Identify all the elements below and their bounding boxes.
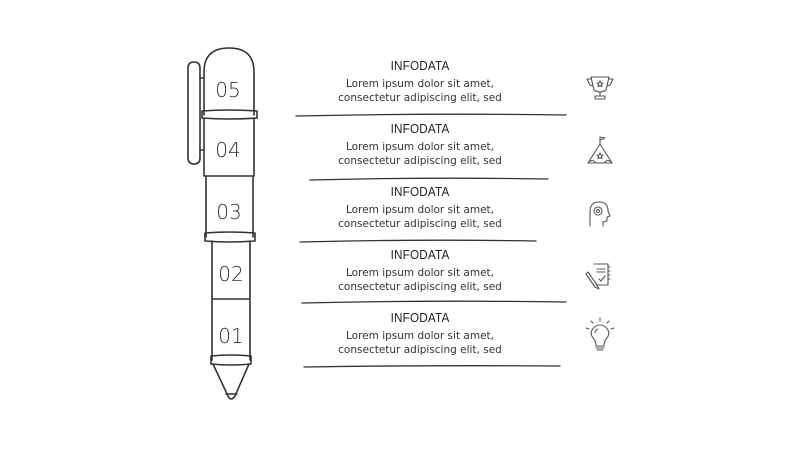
lightbulb-icon bbox=[585, 317, 615, 351]
row-title: INFODATA bbox=[390, 121, 450, 136]
row-text-line2: consectetur adipiscing elit, sed bbox=[338, 344, 502, 356]
divider bbox=[301, 300, 567, 304]
row-text-line1: Lorem ipsum dolor sit amet, bbox=[346, 267, 494, 279]
row-text-line1: Lorem ipsum dolor sit amet, bbox=[346, 141, 494, 153]
row-title: INFODATA bbox=[390, 247, 450, 262]
row-text-line1: Lorem ipsum dolor sit amet, bbox=[346, 78, 494, 90]
info-row-03: INFODATA Lorem ipsum dolor sit amet, cons… bbox=[300, 184, 540, 231]
pen-number-03: 03 bbox=[216, 200, 241, 224]
trophy-icon bbox=[586, 76, 614, 100]
pen-numbers: 05 04 03 02 01 bbox=[215, 78, 243, 348]
info-row-02: INFODATA Lorem ipsum dolor sit amet, cons… bbox=[300, 247, 540, 294]
pen-grip-end bbox=[210, 354, 252, 366]
info-row-01: INFODATA Lorem ipsum dolor sit amet, cons… bbox=[300, 310, 540, 357]
pen-section-02 bbox=[211, 240, 251, 361]
dividers bbox=[295, 113, 567, 368]
pen-cap-section-05 bbox=[203, 47, 255, 116]
divider bbox=[309, 177, 549, 181]
row-text-line2: consectetur adipiscing elit, sed bbox=[338, 155, 502, 167]
pen-number-05: 05 bbox=[215, 78, 240, 102]
pen-section-04 bbox=[203, 117, 255, 177]
divider bbox=[299, 239, 537, 243]
row-text-line1: Lorem ipsum dolor sit amet, bbox=[346, 330, 494, 342]
row-title: INFODATA bbox=[390, 58, 450, 73]
row-text-line2: consectetur adipiscing elit, sed bbox=[338, 92, 502, 104]
info-row-05: INFODATA Lorem ipsum dolor sit amet, cons… bbox=[300, 58, 540, 105]
head-gear-icon bbox=[589, 201, 611, 227]
info-row-04: INFODATA Lorem ipsum dolor sit amet, cons… bbox=[300, 121, 540, 168]
divider bbox=[295, 113, 567, 117]
row-title: INFODATA bbox=[390, 310, 450, 325]
row-text-line2: consectetur adipiscing elit, sed bbox=[338, 218, 502, 230]
pen-number-04: 04 bbox=[215, 138, 240, 162]
divider bbox=[303, 365, 561, 368]
pen-section-03 bbox=[205, 175, 254, 238]
pen-clip bbox=[187, 61, 201, 165]
row-text-line2: consectetur adipiscing elit, sed bbox=[338, 281, 502, 293]
pen-band bbox=[201, 109, 258, 120]
mountain-flag-icon bbox=[587, 136, 613, 164]
row-title: INFODATA bbox=[390, 184, 450, 199]
pen-number-01: 01 bbox=[218, 324, 243, 348]
row-text-line1: Lorem ipsum dolor sit amet, bbox=[346, 204, 494, 216]
pen-number-02: 02 bbox=[218, 262, 243, 286]
notepad-pen-icon bbox=[585, 263, 611, 290]
pen-band-2 bbox=[204, 231, 256, 243]
pen-tip bbox=[212, 363, 250, 400]
